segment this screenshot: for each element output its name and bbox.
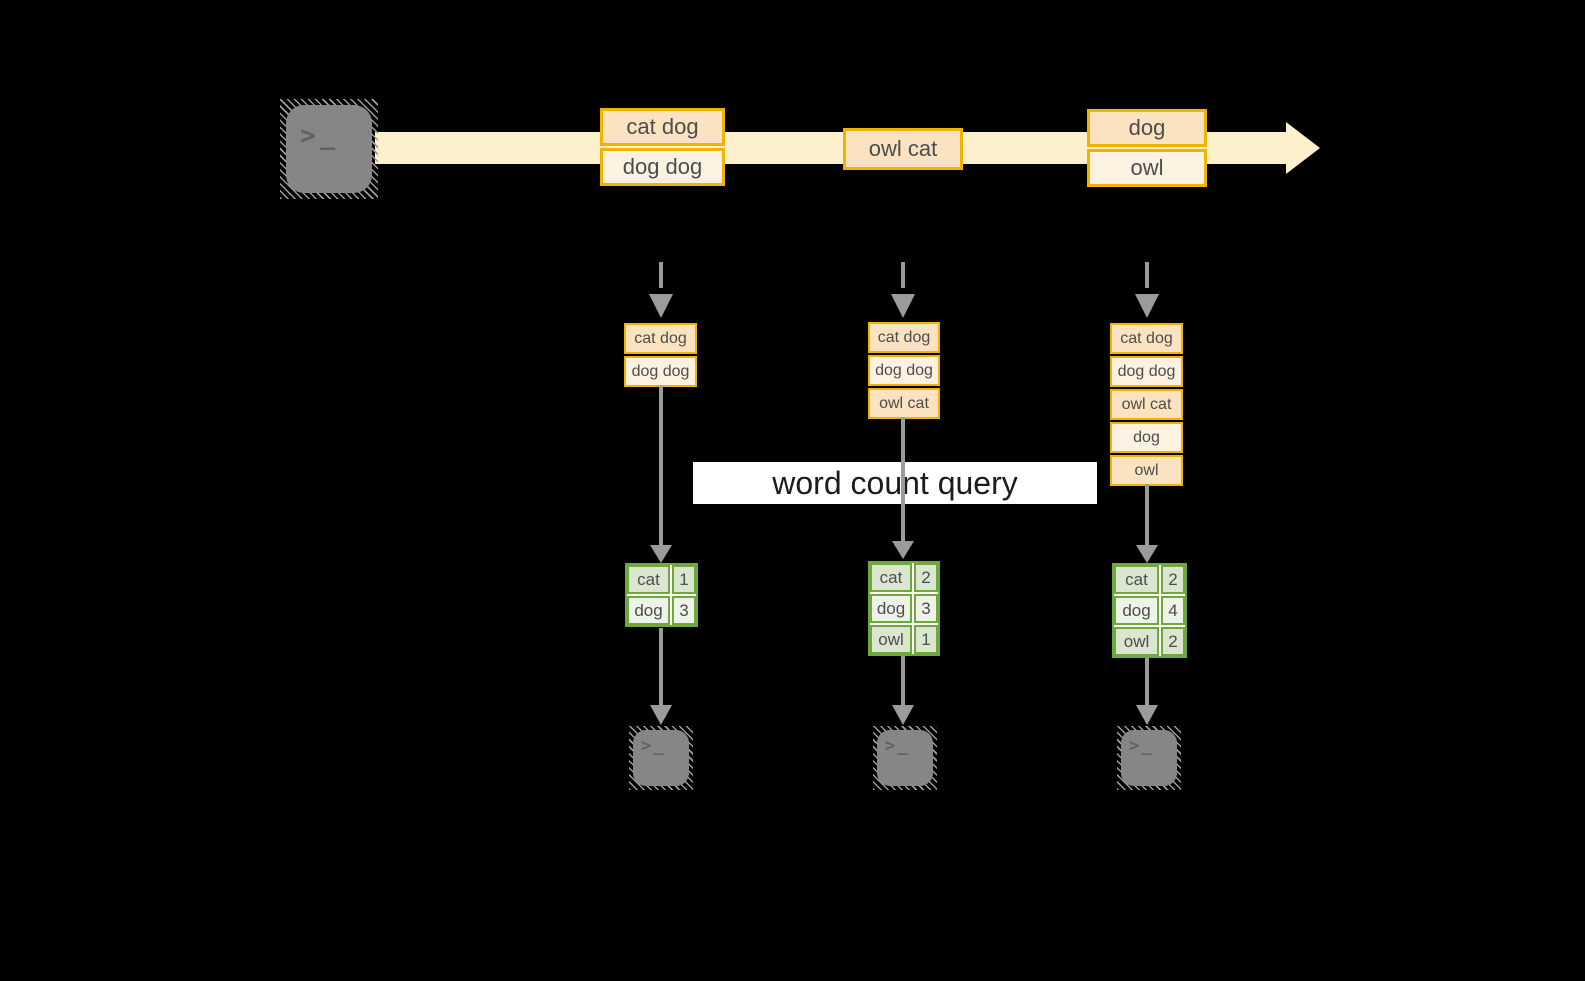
batch-row: dog — [1110, 422, 1183, 453]
stream-event-box-3: dog owl — [1087, 109, 1207, 187]
count-word-cell: cat — [870, 563, 912, 592]
batch-row: owl — [1110, 455, 1183, 486]
query-arrow-line — [659, 386, 663, 545]
ingest-arrowhead-icon — [649, 294, 673, 318]
count-word-cell: dog — [1114, 596, 1159, 625]
batch-row: dog dog — [624, 356, 697, 387]
ingest-arrowhead-icon — [1135, 294, 1159, 318]
output-arrow-line — [659, 628, 663, 705]
count-word-cell: cat — [1114, 565, 1159, 594]
stream-event-box-1: cat dog dog dog — [600, 108, 725, 186]
query-arrowhead-icon — [650, 545, 672, 563]
query-arrowhead-icon — [1136, 545, 1158, 563]
ingest-arrowhead-icon — [891, 294, 915, 318]
count-word-cell: owl — [1114, 627, 1159, 656]
terminal-screen — [633, 730, 689, 786]
source-terminal-icon: >_ — [280, 99, 378, 199]
query-arrow-line — [1145, 484, 1149, 545]
batch-stack-3: cat dog dog dog owl cat dog owl — [1110, 323, 1183, 486]
count-word-cell: cat — [627, 565, 670, 594]
word-count-query-banner: word count query — [693, 462, 1097, 504]
ingest-arrow-dash — [659, 262, 663, 288]
terminal-screen — [877, 730, 933, 786]
output-terminal-icon: >_ — [873, 726, 937, 790]
count-value-cell: 1 — [914, 625, 938, 654]
count-value-cell: 2 — [914, 563, 938, 592]
count-value-cell: 3 — [914, 594, 938, 623]
batch-row: owl cat — [1110, 389, 1183, 420]
output-terminal-icon: >_ — [1117, 726, 1181, 790]
count-table-3: cat 2 dog 4 owl 2 — [1112, 563, 1187, 658]
count-word-cell: dog — [870, 594, 912, 623]
terminal-screen — [286, 105, 372, 193]
stream-arrowhead-icon — [1286, 122, 1320, 174]
ingest-arrow-dash — [1145, 262, 1149, 288]
terminal-prompt-icon: >_ — [1129, 736, 1154, 756]
stream-event-row: dog dog — [600, 148, 725, 186]
batch-stack-1: cat dog dog dog — [624, 323, 697, 387]
stream-event-row: cat dog — [600, 108, 725, 146]
batch-row: dog dog — [868, 355, 940, 386]
output-arrow-line — [901, 656, 905, 705]
count-value-cell: 4 — [1161, 596, 1185, 625]
count-value-cell: 1 — [672, 565, 696, 594]
output-arrowhead-icon — [650, 705, 672, 725]
batch-row: cat dog — [868, 322, 940, 353]
count-word-cell: owl — [870, 625, 912, 654]
output-terminal-icon: >_ — [629, 726, 693, 790]
count-word-cell: dog — [627, 596, 670, 625]
output-arrowhead-icon — [1136, 705, 1158, 725]
batch-row: cat dog — [1110, 323, 1183, 354]
terminal-prompt-icon: >_ — [641, 736, 666, 756]
ingest-arrow-dash — [901, 262, 905, 288]
count-value-cell: 2 — [1161, 627, 1185, 656]
query-arrowhead-icon — [892, 541, 914, 559]
batch-row: owl cat — [868, 388, 940, 419]
terminal-prompt-icon: >_ — [885, 736, 910, 756]
count-value-cell: 2 — [1161, 565, 1185, 594]
batch-row: cat dog — [624, 323, 697, 354]
batch-row: dog dog — [1110, 356, 1183, 387]
output-arrowhead-icon — [892, 705, 914, 725]
batch-stack-2: cat dog dog dog owl cat — [868, 322, 940, 419]
count-table-1: cat 1 dog 3 — [625, 563, 698, 627]
stream-event-box-2: owl cat — [843, 128, 963, 170]
stream-event-row: dog — [1087, 109, 1207, 147]
count-value-cell: 3 — [672, 596, 696, 625]
output-arrow-line — [1145, 658, 1149, 705]
terminal-screen — [1121, 730, 1177, 786]
count-table-2: cat 2 dog 3 owl 1 — [868, 561, 940, 656]
query-arrow-line — [901, 417, 905, 541]
stream-event-row: owl cat — [843, 128, 963, 170]
stream-event-row: owl — [1087, 149, 1207, 187]
terminal-prompt-icon: >_ — [300, 121, 340, 151]
